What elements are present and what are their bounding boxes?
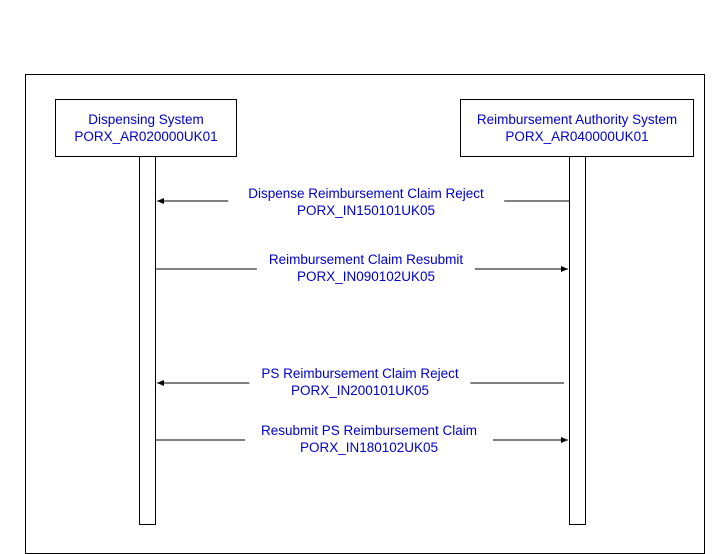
- message-label-ps-reimbursement-claim-reject: PS Reimbursement Claim Reject PORX_IN200…: [249, 365, 471, 399]
- message-name: Dispense Reimbursement Claim Reject: [248, 186, 484, 201]
- message-id: PORX_IN150101UK05: [296, 203, 436, 218]
- message-id: PORX_IN180102UK05: [299, 440, 439, 455]
- actor-name: Dispensing System: [88, 112, 204, 127]
- actor-name: Reimbursement Authority System: [476, 112, 678, 127]
- message-label-dispense-reimbursement-claim-reject: Dispense Reimbursement Claim Reject PORX…: [228, 185, 504, 219]
- message-name: Reimbursement Claim Resubmit: [268, 252, 464, 267]
- message-label-reimbursement-claim-resubmit: Reimbursement Claim Resubmit PORX_IN0901…: [256, 251, 476, 285]
- message-id: PORX_IN090102UK05: [296, 269, 436, 284]
- actor-dispensing-system: Dispensing System PORX_AR020000UK01: [55, 99, 237, 157]
- lifeline-dispensing-system: [139, 157, 156, 525]
- actor-reimbursement-authority-system: Reimbursement Authority System PORX_AR04…: [460, 99, 694, 157]
- lifeline-reimbursement-authority-system: [569, 157, 586, 525]
- actor-id: PORX_AR040000UK01: [505, 129, 649, 144]
- message-name: PS Reimbursement Claim Reject: [261, 366, 459, 381]
- message-label-resubmit-ps-reimbursement-claim: Resubmit PS Reimbursement Claim PORX_IN1…: [244, 422, 494, 456]
- actor-id: PORX_AR020000UK01: [74, 129, 218, 144]
- message-name: Resubmit PS Reimbursement Claim: [260, 423, 478, 438]
- message-id: PORX_IN200101UK05: [290, 383, 430, 398]
